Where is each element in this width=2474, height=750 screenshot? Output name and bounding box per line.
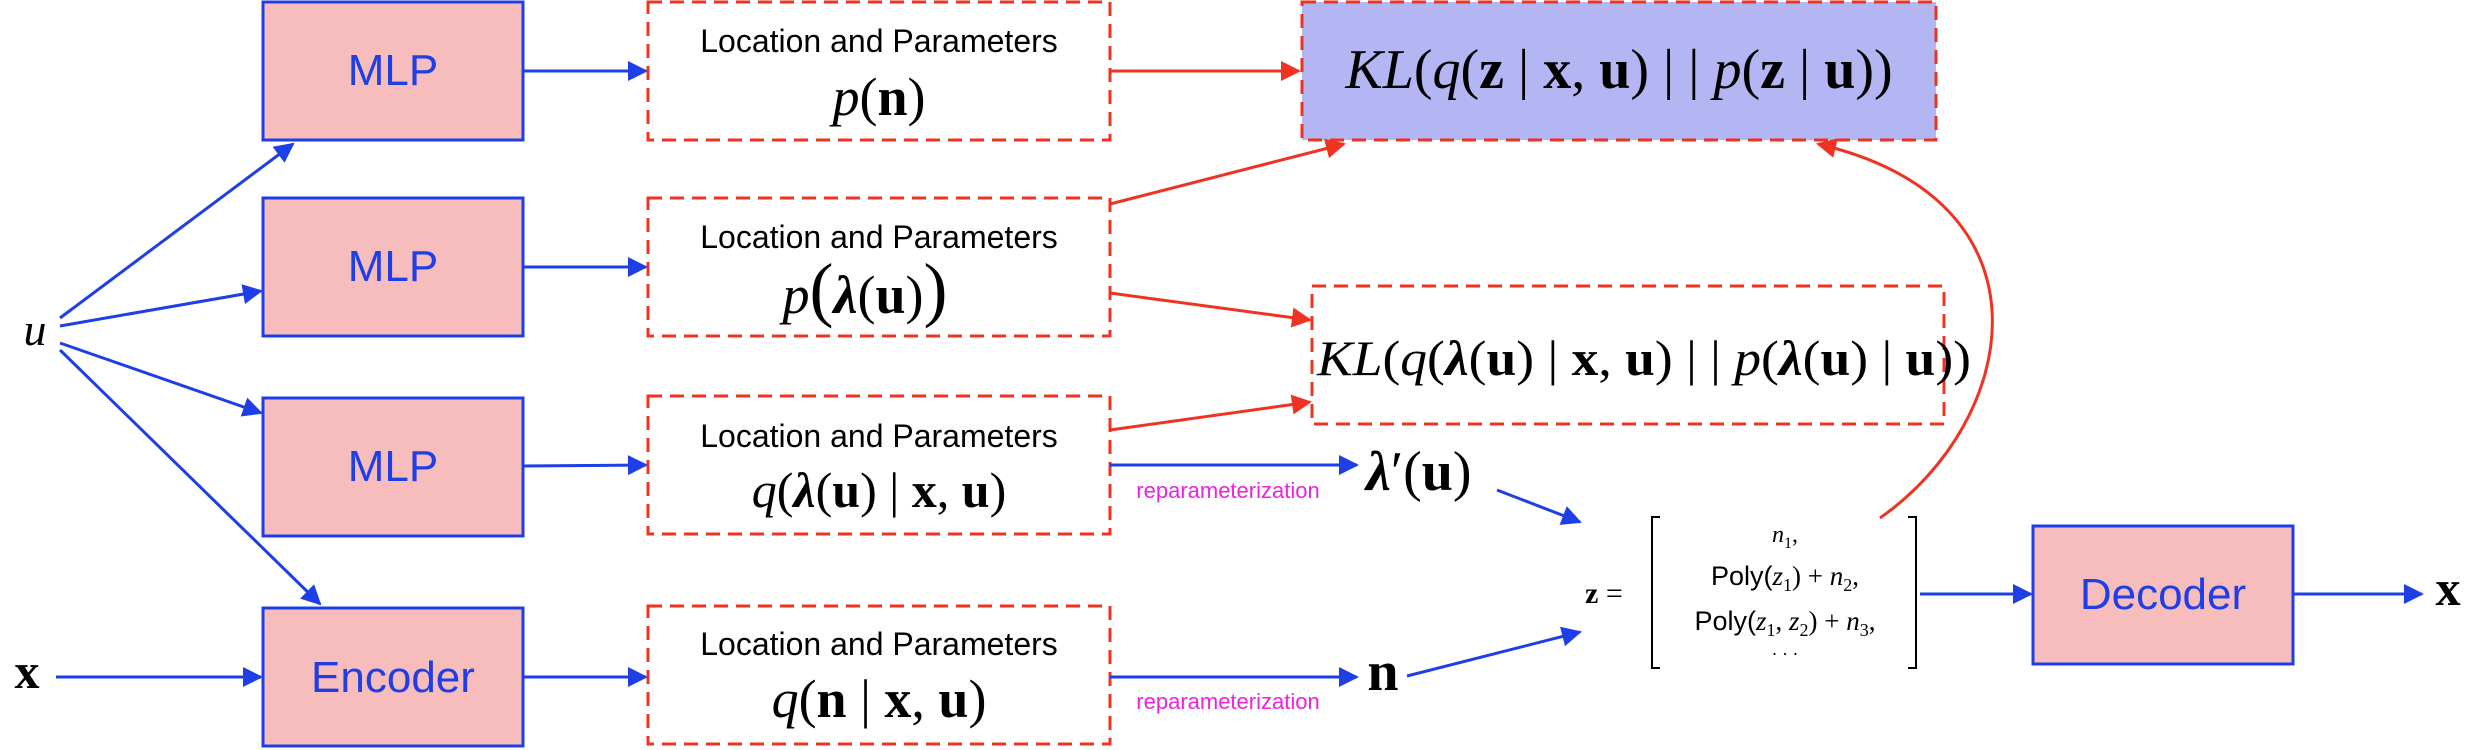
- mlp-box-3: MLP: [261, 396, 525, 538]
- decoder-label: Decoder: [2080, 570, 2246, 619]
- input-u-label: u: [24, 304, 47, 355]
- arrow-qlambda-to-kl-lambda: [1109, 394, 1312, 432]
- reparameterization-label: reparameterization: [1136, 689, 1319, 714]
- arrow-n-to-z: [1406, 626, 1582, 678]
- param-box-q-lambda: Location and Parameters q(λ(u) | x, u): [646, 394, 1112, 536]
- encoder-label: Encoder: [311, 653, 475, 702]
- q-n-formula: q(n | x, u): [772, 669, 987, 729]
- z-vector-row-2: Poly(z1) + n2,: [1711, 561, 1859, 595]
- arrow-plambda-to-kl-lambda: [1109, 291, 1312, 328]
- arrow-z-to-kl-z: [1816, 138, 1994, 520]
- arrow-u-to-mlp2: [59, 284, 263, 328]
- encoder-box: Encoder: [261, 606, 525, 748]
- param-box-p-lambda: Location and Parameters p(λ(u)): [646, 196, 1112, 338]
- arrow-lambda-to-z: [1496, 488, 1582, 525]
- kl-z-box: KL(q(z | x, u) | | p(z | u)): [1300, 0, 1938, 142]
- z-vector-dots: · · ·: [1772, 644, 1799, 664]
- arrow-u-to-mlp1: [59, 142, 295, 320]
- red-arrows: [1109, 61, 1994, 520]
- arrow-plambda-to-kl-z: [1109, 138, 1346, 206]
- z-vector-lhs: z =: [1585, 577, 1623, 610]
- blue-arrows: [56, 61, 2424, 687]
- z-vector-row-1: n1,: [1772, 522, 1798, 552]
- param-heading: Location and Parameters: [700, 23, 1058, 59]
- mlp-label-3: MLP: [348, 442, 438, 491]
- arrow-u-to-mlp3: [59, 341, 263, 417]
- mlp-label-2: MLP: [348, 242, 438, 291]
- arrow-u-to-encoder: [58, 348, 322, 606]
- z-vector-row-3: Poly(z1, z2) + n3,: [1694, 606, 1875, 640]
- param-box-p-n: Location and Parameters p(n): [646, 0, 1112, 142]
- reparameterization-label: reparameterization: [1136, 478, 1319, 503]
- q-lambda-formula: q(λ(u) | x, u): [752, 462, 1006, 518]
- param-box-q-n: Location and Parameters q(n | x, u): [646, 604, 1112, 746]
- p-n-formula: p(n): [828, 67, 925, 127]
- mlp-label-1: MLP: [348, 46, 438, 95]
- kl-lambda-formula: KL(q(λ(u) | x, u) | | p(λ(u) | u)): [1316, 330, 1971, 386]
- z-vector-left-bracket: [1651, 516, 1660, 669]
- lambda-prime-sample: λ′(u): [1364, 441, 1472, 503]
- kl-z-formula: KL(q(z | x, u) | | p(z | u)): [1344, 39, 1892, 101]
- input-x-label: x: [15, 643, 40, 699]
- z-vector: z = n1, Poly(z1) + n2, Poly(z1, z2) + n3…: [1585, 516, 1917, 669]
- mlp-box-2: MLP: [261, 196, 525, 338]
- mlp-box-1: MLP: [261, 0, 525, 142]
- decoder-box: Decoder: [2031, 524, 2295, 666]
- arrow-mlp3-to-param: [522, 455, 648, 476]
- param-heading: Location and Parameters: [700, 626, 1058, 662]
- p-lambda-formula: p(λ(u)): [779, 249, 948, 329]
- z-vector-right-bracket: [1908, 516, 1917, 669]
- output-x-label: x: [2436, 560, 2461, 616]
- param-heading: Location and Parameters: [700, 219, 1058, 255]
- kl-lambda-box: KL(q(λ(u) | x, u) | | p(λ(u) | u)): [1310, 284, 1971, 426]
- n-sample: n: [1367, 641, 1398, 703]
- param-heading: Location and Parameters: [700, 418, 1058, 454]
